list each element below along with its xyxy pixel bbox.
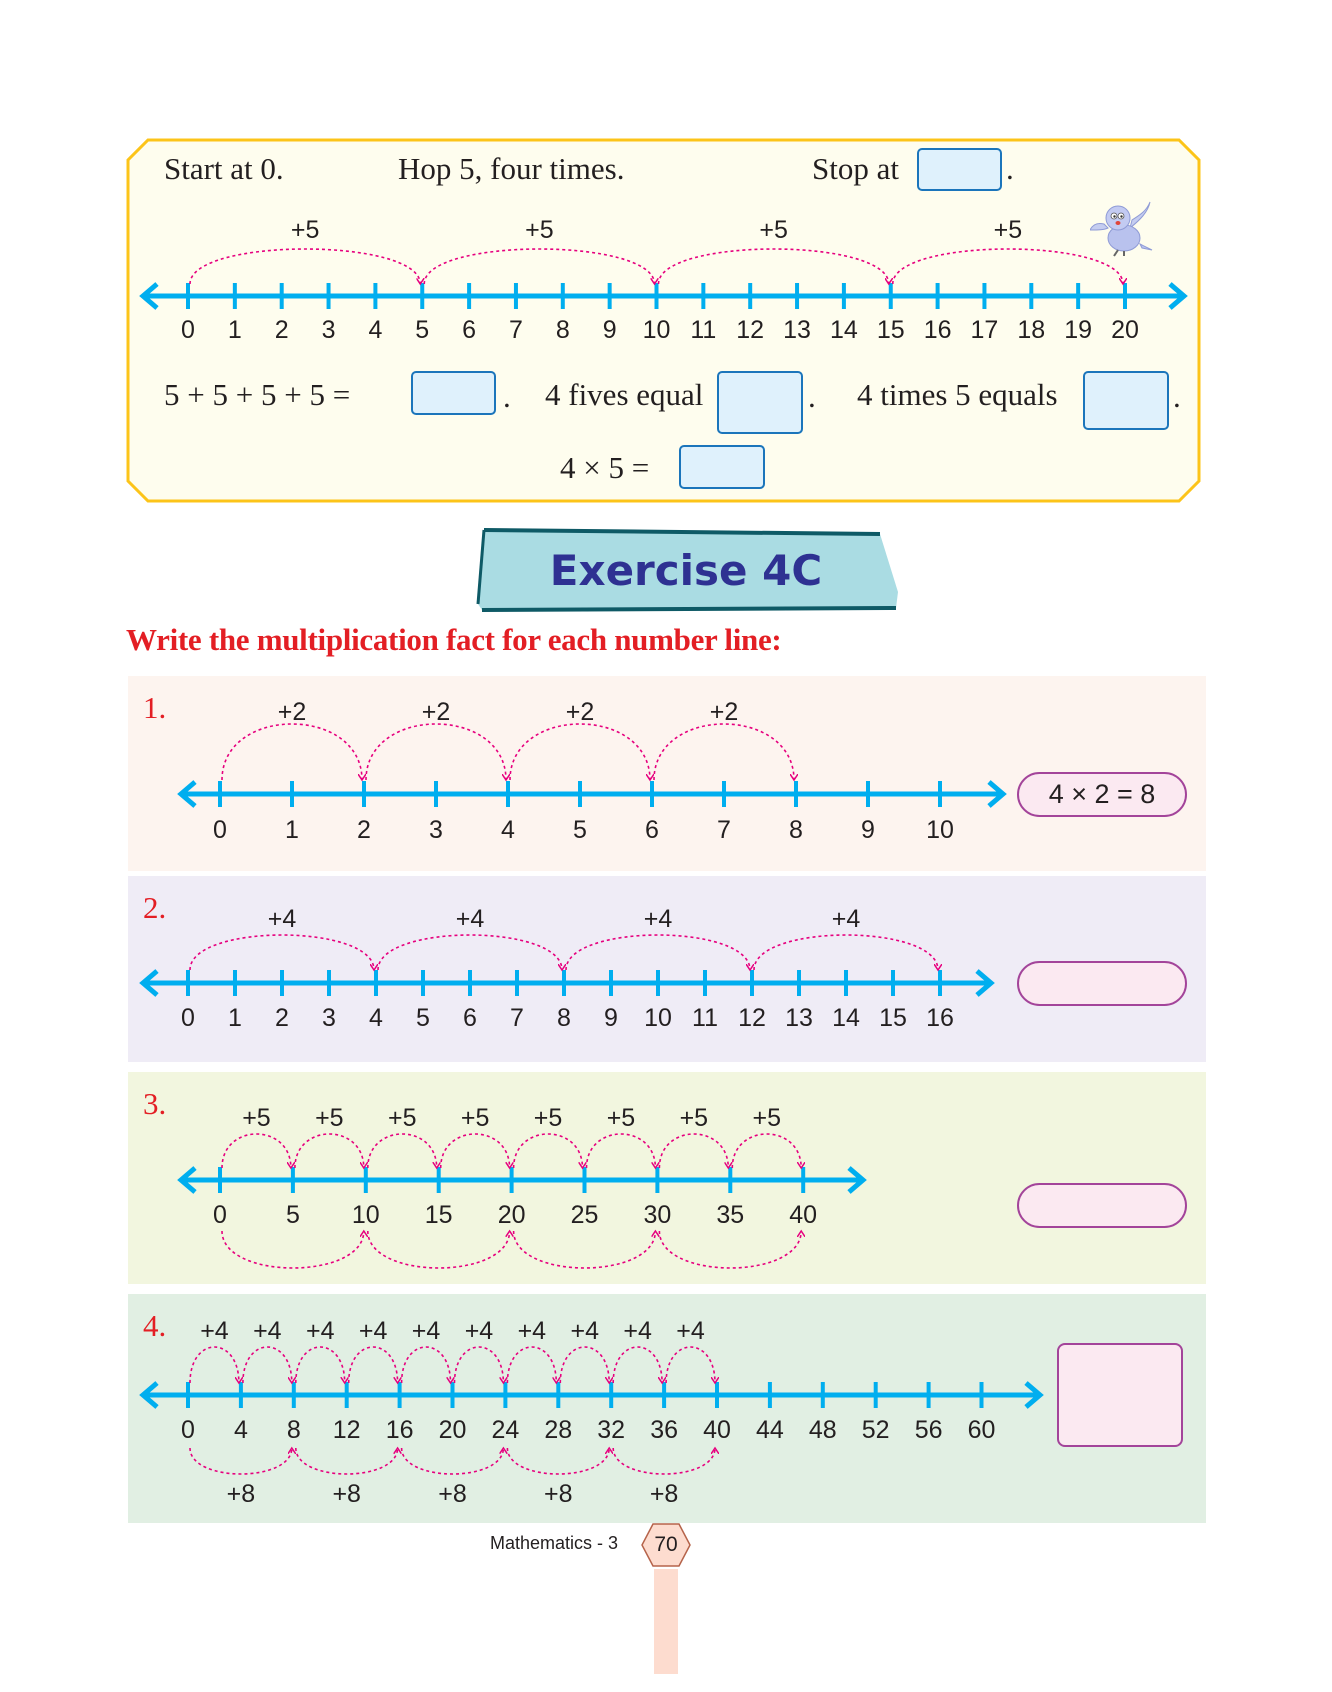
period: . xyxy=(503,379,511,414)
exercise-banner xyxy=(476,528,898,612)
times-answer-box[interactable] xyxy=(1083,371,1169,430)
page-number-badge xyxy=(641,1523,691,1567)
problem-4-answer-box[interactable] xyxy=(1057,1343,1183,1447)
problem-2-answer-box[interactable] xyxy=(1017,961,1187,1006)
exercise-instruction: Write the multiplication fact for each n… xyxy=(126,622,782,657)
period: . xyxy=(1173,379,1181,414)
stop-answer-box[interactable] xyxy=(917,148,1002,191)
product-expression: 4 × 5 = xyxy=(560,450,650,485)
page-tab-strip xyxy=(654,1569,678,1674)
sum-expression: 5 + 5 + 5 + 5 = xyxy=(164,377,351,412)
problem-number: 3. xyxy=(143,1086,167,1121)
problem-4-panel: 4. xyxy=(128,1294,1206,1523)
period: . xyxy=(1006,151,1014,186)
fives-answer-box[interactable] xyxy=(717,371,803,434)
problem-number: 1. xyxy=(143,690,167,725)
page-number: 70 xyxy=(654,1533,678,1556)
hop-instruction: Hop 5, four times. xyxy=(398,151,625,186)
exercise-title: Exercise 4C xyxy=(549,545,823,595)
start-instruction: Start at 0. xyxy=(164,151,284,186)
problem-3-panel: 3. xyxy=(128,1072,1206,1284)
period: . xyxy=(808,379,816,414)
fives-label: 4 fives equal xyxy=(545,377,704,412)
product-answer-box[interactable] xyxy=(679,445,765,489)
problem-3-answer-box[interactable] xyxy=(1017,1183,1187,1228)
footer-book-title: Mathematics - 3 xyxy=(490,1533,619,1553)
times-label: 4 times 5 equals xyxy=(857,377,1058,412)
stop-label: Stop at xyxy=(812,151,899,186)
sum-answer-box[interactable] xyxy=(411,371,496,415)
bird-illustration xyxy=(1090,201,1153,257)
problem-1-answer[interactable]: 4 × 2 = 8 xyxy=(1017,772,1187,817)
problem-number: 4. xyxy=(143,1308,167,1343)
intro-box-frame xyxy=(126,138,1201,503)
problem-number: 2. xyxy=(143,890,167,925)
